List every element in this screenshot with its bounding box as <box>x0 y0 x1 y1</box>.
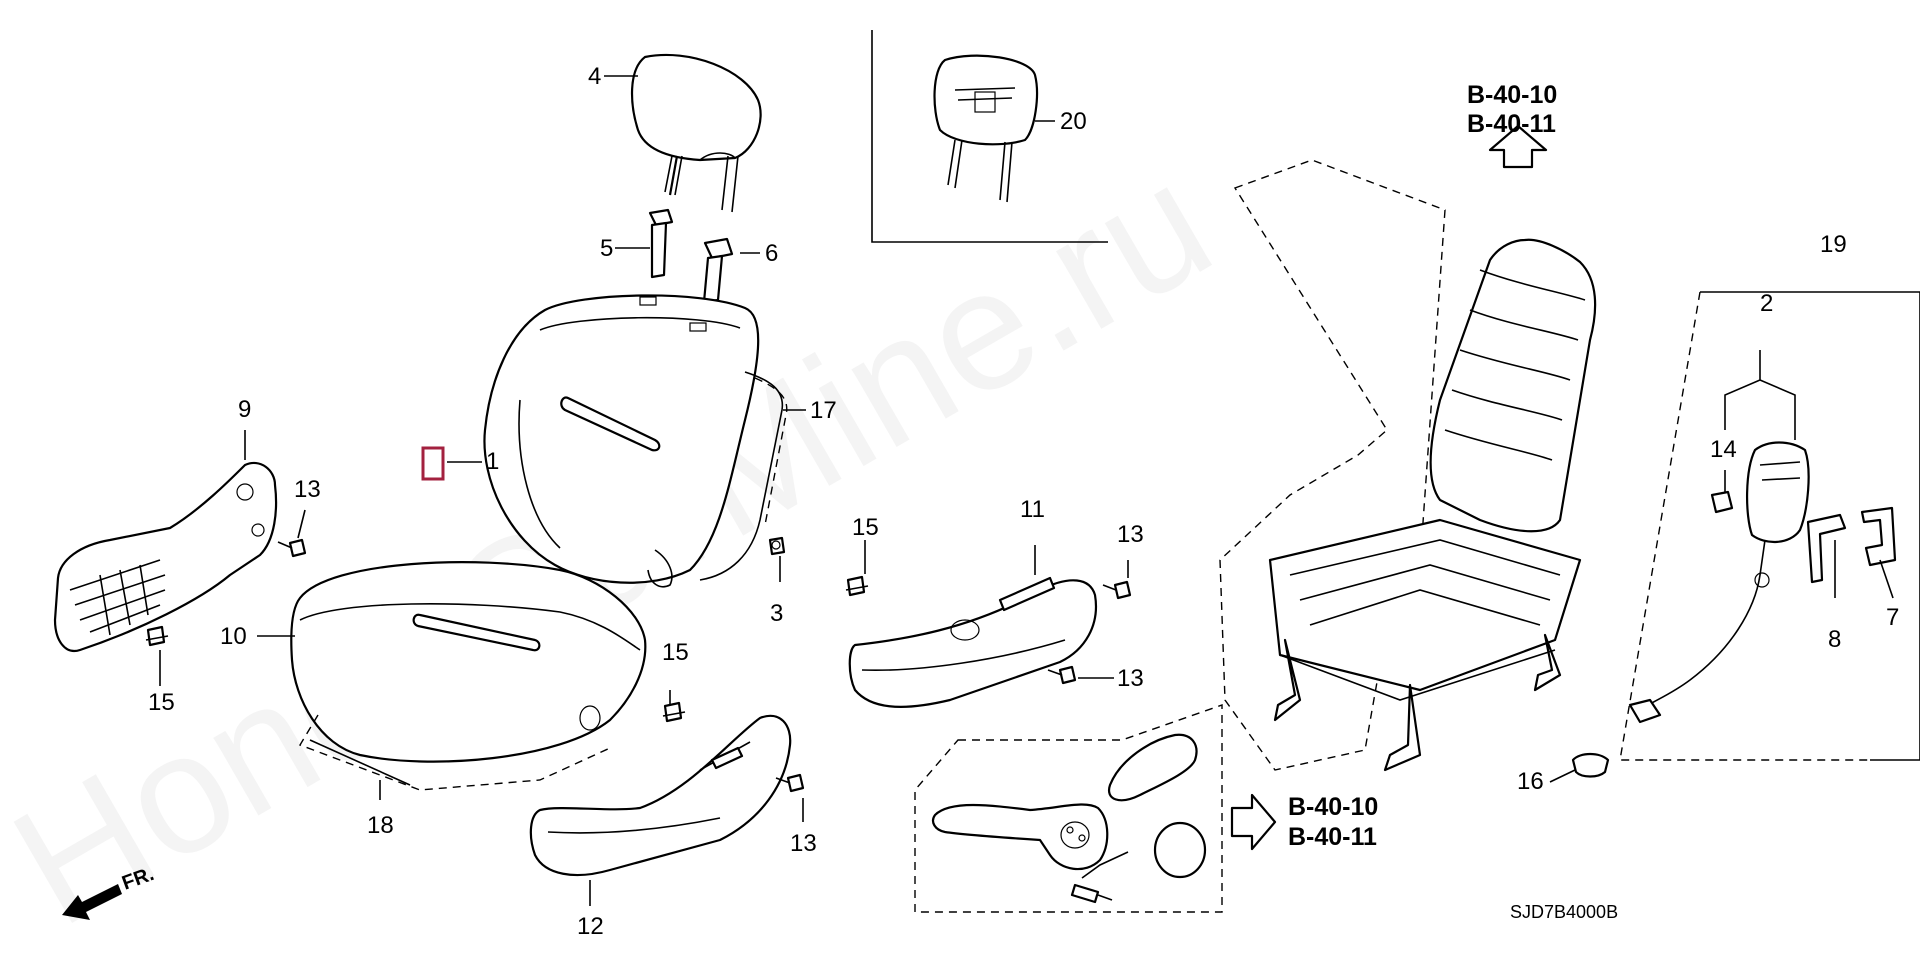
callout-3[interactable]: 3 <box>770 600 783 627</box>
seat-back-part[interactable] <box>483 294 760 588</box>
callout-15-inner[interactable]: 15 <box>852 514 879 541</box>
callout-2[interactable]: 2 <box>1760 290 1773 317</box>
inset-frame <box>871 30 1108 243</box>
callout-10[interactable]: 10 <box>220 623 247 650</box>
callout-19[interactable]: 19 <box>1820 231 1847 258</box>
headrest-part[interactable] <box>631 53 762 213</box>
callout-1[interactable]: 1 <box>486 448 499 475</box>
grommet-part-16[interactable] <box>1571 752 1610 778</box>
bolt-part-13a[interactable] <box>277 538 307 558</box>
seat-side-trim-inner-part[interactable] <box>848 576 1098 708</box>
callout-8[interactable]: 8 <box>1828 626 1841 653</box>
highlight-box <box>421 446 445 481</box>
bolt-part-13d[interactable] <box>775 773 805 793</box>
callout-13-inner-trim[interactable]: 13 <box>1117 521 1144 548</box>
callout-12[interactable]: 12 <box>577 913 604 940</box>
callout-13-recliner[interactable]: 13 <box>294 476 321 503</box>
callout-13-outer-bolt[interactable]: 13 <box>790 830 817 857</box>
side-airbag-module-part[interactable] <box>1628 441 1810 724</box>
seat-frame-assembly[interactable] <box>1219 159 1597 772</box>
recliner-cover-part[interactable] <box>53 461 278 653</box>
callout-5[interactable]: 5 <box>600 235 613 262</box>
headrest-guide-part-5[interactable] <box>648 208 674 279</box>
leader-lines <box>159 75 1894 906</box>
front-arrow-icon <box>62 884 122 920</box>
reference-arrow-up[interactable] <box>1488 124 1548 169</box>
seat-cushion-pan-part[interactable] <box>298 714 611 791</box>
recline-screw-part[interactable] <box>1070 851 1129 904</box>
recline-knob-group <box>914 704 1223 913</box>
reference-label-lower-1[interactable]: B-40-10 <box>1288 793 1378 821</box>
recline-cap-part[interactable] <box>1153 821 1207 879</box>
seat-back-cover-part[interactable] <box>699 371 788 581</box>
headrest-guide-part-6[interactable] <box>702 237 734 304</box>
bolt-part-13c[interactable] <box>1047 665 1077 685</box>
reference-group-lower[interactable]: B-40-10 B-40-11 <box>1288 793 1378 851</box>
reference-label-upper-1[interactable]: B-40-10 <box>1467 81 1557 109</box>
airbag-nut-part[interactable] <box>1710 490 1734 514</box>
callout-15-recliner[interactable]: 15 <box>148 689 175 716</box>
headrest-alternate-part[interactable] <box>933 54 1039 203</box>
recline-knob-part[interactable] <box>1107 733 1198 802</box>
seat-side-trim-outer-part[interactable] <box>529 714 792 877</box>
callout-14[interactable]: 14 <box>1710 436 1737 463</box>
callout-18[interactable]: 18 <box>367 812 394 839</box>
callout-16[interactable]: 16 <box>1517 768 1544 795</box>
callout-6[interactable]: 6 <box>765 240 778 267</box>
clip-part-15b[interactable] <box>845 575 869 597</box>
reference-group-upper[interactable]: B-40-10 B-40-11 <box>1467 81 1557 138</box>
callout-4[interactable]: 4 <box>588 63 601 90</box>
clip-part-15c[interactable] <box>662 701 686 723</box>
airbag-bracket-part-7[interactable] <box>1860 506 1897 567</box>
callout-7[interactable]: 7 <box>1886 604 1899 631</box>
seat-cushion-part[interactable] <box>290 561 647 763</box>
diagram-code: SJD7B4000B <box>1510 902 1618 922</box>
reference-label-upper-2[interactable]: B-40-11 <box>1467 110 1556 138</box>
reference-arrow-right[interactable] <box>1230 793 1277 851</box>
recline-lever-part[interactable] <box>931 803 1109 871</box>
callout-15-cushion[interactable]: 15 <box>662 639 689 666</box>
callout-17[interactable]: 17 <box>810 397 837 424</box>
bolt-part-13b[interactable] <box>1102 580 1132 600</box>
airbag-bracket-part-8[interactable] <box>1806 513 1847 584</box>
airbag-group-bracket <box>1619 291 1920 761</box>
reference-label-lower-2[interactable]: B-40-11 <box>1288 823 1377 851</box>
callout-11[interactable]: 11 <box>1020 496 1045 523</box>
clip-part-15a[interactable] <box>145 625 169 647</box>
callout-9[interactable]: 9 <box>238 396 251 423</box>
callout-20[interactable]: 20 <box>1060 108 1087 135</box>
clip-part-3[interactable] <box>768 536 786 556</box>
callout-13-inner-bolt[interactable]: 13 <box>1117 665 1144 692</box>
